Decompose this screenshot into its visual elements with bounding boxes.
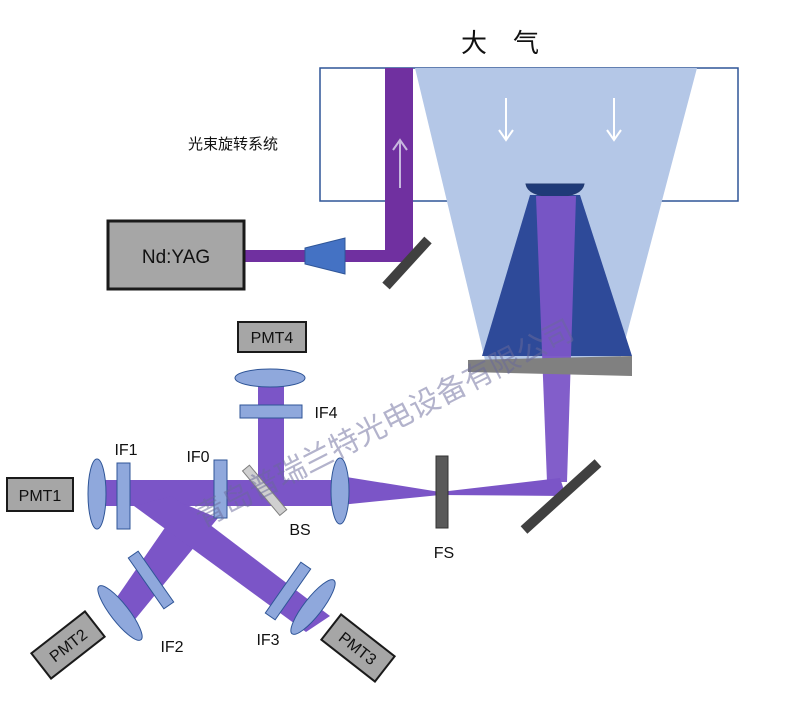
pmt3-lens: [290, 579, 336, 635]
collimating-lens: [330, 457, 350, 525]
down-arrow-icon: [606, 98, 622, 142]
filter-if3-label: IF3: [256, 632, 279, 649]
beam-splitter-label: BS: [289, 522, 310, 539]
pmt1-label: PMT1: [19, 488, 62, 505]
filter-if0-label: IF0: [186, 449, 209, 466]
pmt4-detector: [237, 321, 307, 353]
up-arrow-icon: [392, 138, 408, 188]
filter-if1: [116, 462, 131, 530]
filter-if2: [127, 550, 175, 610]
pmt1-lens: [87, 458, 107, 530]
filter-if1-label: IF1: [114, 442, 137, 459]
field-stop-label: FS: [434, 545, 454, 562]
primary-mirror: [468, 356, 632, 376]
beam-expander: [304, 237, 346, 275]
pmt2-lens: [97, 585, 143, 641]
receiver-fold-mirror: [520, 459, 602, 534]
return-beam-to-fs: [340, 476, 566, 505]
pmt4-lens: [234, 368, 306, 388]
pmt2-detector: [29, 610, 107, 680]
filter-if2-label: IF2: [160, 639, 183, 656]
pmt3-detector: [319, 613, 397, 683]
laser-box: [106, 219, 246, 291]
beam-splitter: [241, 464, 288, 517]
pmt4-beam: [258, 386, 284, 484]
return-beam: [536, 196, 576, 482]
pmt1-detector: [6, 477, 74, 512]
filter-if3: [264, 561, 312, 621]
filter-if0: [213, 459, 228, 519]
rotation-system-label: 光束旋转系统: [188, 135, 278, 153]
filter-if4: [239, 404, 303, 419]
atmosphere-title: 大 气: [461, 29, 539, 59]
laser-label: Nd:YAG: [142, 247, 210, 268]
pmt4-label: PMT4: [251, 330, 294, 347]
field-stop: [435, 455, 449, 529]
down-arrow-icon: [498, 98, 514, 142]
filter-if4-label: IF4: [314, 405, 337, 422]
laser-turning-mirror: [382, 236, 432, 290]
